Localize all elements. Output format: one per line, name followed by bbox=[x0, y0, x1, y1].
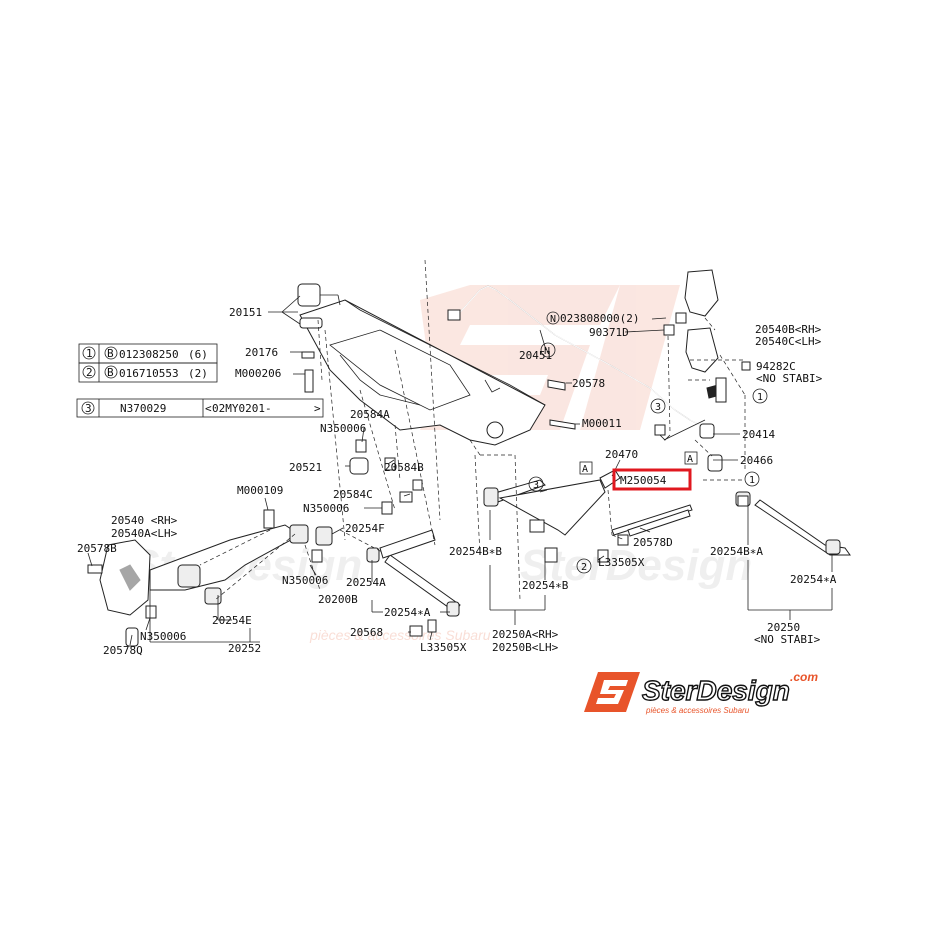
label-no-stabi-1: <NO STABI> bbox=[756, 372, 823, 385]
label-20254-star-a: 20254∗A bbox=[384, 606, 431, 619]
label-20254-star-b: 20254∗B bbox=[522, 579, 569, 592]
legend-row2-qty: (2) bbox=[188, 367, 208, 380]
callout-3b: 3 bbox=[533, 480, 539, 491]
svg-text:SterDesign: SterDesign bbox=[520, 541, 752, 590]
label-20578d: 20578D bbox=[633, 536, 673, 549]
label-20200b: 20200B bbox=[318, 593, 358, 606]
part-labels: 20151 20176 M000206 20451 023808000(2) 9… bbox=[77, 306, 837, 657]
circle-b-icon bbox=[104, 346, 118, 360]
label-n-prefix: N bbox=[550, 314, 556, 325]
label-20451: 20451 bbox=[519, 349, 552, 362]
label-20254e: 20254E bbox=[212, 614, 252, 627]
callout-n: N bbox=[544, 346, 550, 357]
label-94282c: 94282C bbox=[756, 360, 796, 373]
label-n350006-4: N350006 bbox=[140, 630, 186, 643]
label-no-stabi-2: <NO STABI> bbox=[754, 633, 821, 646]
stabilizer-bar bbox=[447, 285, 706, 441]
label-20254ba: 20254B∗A bbox=[710, 545, 763, 558]
label-20252: 20252 bbox=[228, 642, 261, 655]
circle-1-icon bbox=[82, 346, 96, 360]
circle-2-icon bbox=[82, 365, 96, 379]
legend-row3-note-close: > bbox=[314, 402, 321, 415]
logo-tagline: pièces & accessoires Subaru bbox=[645, 706, 750, 715]
label-20540c: 20540C<LH> bbox=[755, 335, 822, 348]
dashed-guides bbox=[199, 259, 746, 601]
label-20578: 20578 bbox=[572, 377, 605, 390]
highlight-box bbox=[612, 468, 692, 491]
label-20466: 20466 bbox=[740, 454, 773, 467]
label-m250054: M250054 bbox=[620, 474, 667, 487]
label-20250a: 20250A<RH> bbox=[492, 628, 559, 641]
legend-row2-num: 2 bbox=[86, 366, 93, 379]
label-20540b: 20540B<RH> bbox=[755, 323, 822, 336]
brand-logo: SterDesign .com pièces & accessoires Sub… bbox=[584, 670, 818, 715]
legend-row1-num: 1 bbox=[86, 347, 93, 360]
legend-table: 1 B 012308250 (6) 2 B 016710553 (2) 3 N3… bbox=[76, 343, 324, 418]
n-circle-icon bbox=[546, 311, 560, 325]
logo-name: SterDesign bbox=[642, 675, 790, 706]
lateral-links bbox=[366, 469, 851, 617]
callouts: N 1 1 3 3 2 A A bbox=[528, 342, 768, 574]
legend-row1-sym: B bbox=[107, 347, 114, 360]
label-20414: 20414 bbox=[742, 428, 775, 441]
label-n350006-3: N350006 bbox=[282, 574, 328, 587]
label-023808000: 023808000(2) bbox=[560, 312, 639, 325]
label-20521: 20521 bbox=[289, 461, 322, 474]
callout-1b: 1 bbox=[749, 475, 755, 486]
svg-text:pièces & accessoires Subaru: pièces & accessoires Subaru bbox=[309, 627, 491, 643]
label-n350006-1: N350006 bbox=[320, 422, 366, 435]
box-a-left: A bbox=[582, 464, 588, 475]
watermark: SterDesign SterDesign pièces & accessoir… bbox=[130, 285, 752, 643]
label-m000206: M000206 bbox=[235, 367, 281, 380]
label-20250: 20250 bbox=[767, 621, 800, 634]
label-90371d: 90371D bbox=[589, 326, 629, 339]
legend-row3-num: 3 bbox=[85, 402, 92, 415]
label-20584b: 20584B bbox=[384, 461, 424, 474]
callout-1a: 1 bbox=[757, 392, 763, 403]
label-m000109: M000109 bbox=[237, 484, 283, 497]
label-20176: 20176 bbox=[245, 346, 278, 359]
label-20584c: 20584C bbox=[333, 488, 373, 501]
label-20578b: 20578B bbox=[77, 542, 117, 555]
callout-2: 2 bbox=[581, 562, 587, 573]
fasteners bbox=[87, 312, 751, 647]
legend-row2-part: 016710553 bbox=[119, 367, 179, 380]
label-20151: 20151 bbox=[229, 306, 262, 319]
label-20584a: 20584A bbox=[350, 408, 390, 421]
label-20254-star-a-right: 20254∗A bbox=[790, 573, 837, 586]
callout-3a: 3 bbox=[655, 402, 661, 413]
label-20470: 20470 bbox=[605, 448, 638, 461]
label-n350006-2: N350006 bbox=[303, 502, 349, 515]
label-20254f: 20254F bbox=[345, 522, 385, 535]
circle-3-icon bbox=[81, 401, 95, 415]
label-l33505x-1: L33505X bbox=[598, 556, 645, 569]
label-20578q: 20578Q bbox=[103, 644, 143, 657]
trailing-arm bbox=[99, 524, 333, 616]
label-20568: 20568 bbox=[350, 626, 383, 639]
legend-row2-sym: B bbox=[107, 366, 114, 379]
circle-b-icon bbox=[104, 365, 118, 379]
logo-domain: .com bbox=[790, 670, 818, 684]
label-20540-rh: 20540 <RH> bbox=[111, 514, 178, 527]
label-20540a-lh: 20540A<LH> bbox=[111, 527, 178, 540]
label-20254a: 20254A bbox=[346, 576, 386, 589]
label-20250b: 20250B<LH> bbox=[492, 641, 559, 654]
label-m00011: M00011 bbox=[582, 417, 622, 430]
legend-row1-part: 012308250 bbox=[119, 348, 179, 361]
legend-row1-qty: (6) bbox=[188, 348, 208, 361]
box-a-right: A bbox=[687, 454, 693, 465]
label-l33505x-2: L33505X bbox=[420, 641, 467, 654]
legend-row3-note-open: < bbox=[205, 402, 212, 415]
stabi-brackets bbox=[684, 269, 723, 472]
legend-row3-note: 02MY0201- bbox=[212, 402, 272, 415]
legend-row3-part: N370029 bbox=[120, 402, 166, 415]
leader-lines bbox=[87, 295, 833, 646]
label-20254bb: 20254B∗B bbox=[449, 545, 502, 558]
